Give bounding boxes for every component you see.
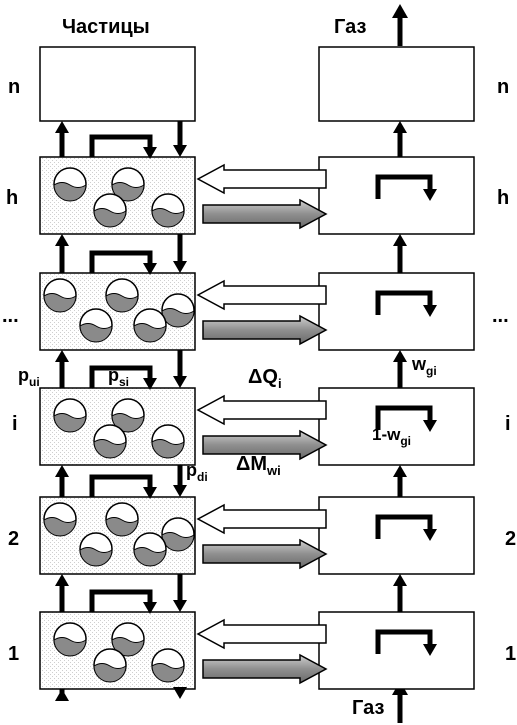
solids-down-arrow-2 — [173, 350, 187, 388]
mass-transfer-arrow-dots — [203, 316, 326, 344]
particle-dots-1 — [44, 279, 76, 312]
particle-2-4 — [80, 533, 112, 566]
gas-cell-h — [319, 157, 474, 234]
particle-dots-2 — [106, 279, 138, 312]
solids-up-arrow-4 — [55, 574, 69, 612]
mass-transfer-arrow-1 — [203, 655, 326, 683]
particle-1-1 — [54, 623, 86, 656]
particle-cell-n — [40, 47, 195, 121]
solids-recirculation-arrow-1 — [92, 592, 157, 614]
mass-transfer-arrow-2 — [203, 540, 326, 568]
gas-up-arrow-1 — [393, 234, 407, 273]
row-label-n-right: n — [497, 76, 509, 98]
particle-1-3 — [94, 649, 126, 682]
particle-1-4 — [152, 649, 184, 682]
heat-transfer-arrow-h — [198, 165, 326, 193]
gas-up-arrow-3 — [393, 465, 407, 497]
particle-2-3 — [162, 518, 194, 551]
solids-recirculation-arrow-dots — [92, 253, 157, 275]
heat-transfer-arrow-i — [198, 396, 326, 424]
row-label-dots-right: ... — [492, 305, 509, 327]
particle-2-2 — [106, 503, 138, 536]
gas-outlet-arrow — [392, 4, 408, 46]
particle-h-3 — [94, 194, 126, 227]
particle-i-4 — [152, 425, 184, 458]
row-label-i-left: i — [12, 413, 18, 435]
delta-q-label: ΔQi — [248, 366, 282, 391]
heat-transfer-arrow-2 — [198, 505, 326, 533]
p-d-label: pdi — [186, 460, 208, 484]
gas-cell-1 — [319, 612, 474, 689]
gas-up-arrow-2 — [393, 350, 407, 388]
solids-down-arrow-4 — [173, 574, 187, 612]
solids-up-arrow-0 — [55, 121, 69, 157]
solids-up-arrow-2 — [55, 350, 69, 388]
mass-transfer-arrow-h — [203, 200, 326, 228]
solids-down-arrow-3 — [173, 465, 187, 497]
row-label-dots-left: ... — [2, 305, 19, 327]
row-label-1-left: 1 — [8, 643, 19, 665]
row-label-1-right: 1 — [505, 643, 516, 665]
p-u-label: pui — [18, 365, 40, 389]
particles-header: Частицы — [62, 16, 150, 38]
gas-up-arrow-0 — [393, 121, 407, 157]
particle-i-1 — [54, 399, 86, 432]
delta-m-label: ΔMwi — [236, 453, 281, 478]
row-label-i-right: i — [505, 413, 511, 435]
particle-h-1 — [54, 168, 86, 201]
particle-2-1 — [44, 503, 76, 536]
solids-bottom-up-stub — [55, 689, 69, 701]
heat-transfer-arrow-1 — [198, 620, 326, 648]
row-label-h-right: h — [497, 187, 509, 209]
particle-dots-4 — [80, 309, 112, 342]
gas-outlet-label: Газ — [334, 16, 366, 38]
row-label-n-left: n — [8, 76, 20, 98]
gas-cell-2 — [319, 497, 474, 574]
particle-dots-3 — [162, 294, 194, 327]
particle-2-5 — [134, 533, 166, 566]
solids-recirculation-arrow-h — [92, 137, 157, 159]
solids-down-arrow-0 — [173, 121, 187, 157]
particle-dots-5 — [134, 309, 166, 342]
solids-recirculation-arrow-2 — [92, 477, 157, 499]
solids-down-arrow-1 — [173, 234, 187, 273]
particle-i-3 — [94, 425, 126, 458]
row-label-h-left: h — [6, 187, 18, 209]
gas-inlet-label: Газ — [352, 697, 384, 719]
w-g-label: wgi — [411, 354, 437, 378]
gas-cell-n — [319, 47, 474, 121]
gas-cell-dots — [319, 273, 474, 350]
row-label-2-left: 2 — [8, 528, 19, 550]
gas-up-arrow-4 — [393, 574, 407, 612]
solids-up-arrow-1 — [55, 234, 69, 273]
solids-bottom-down-stub — [173, 687, 187, 699]
solids-up-arrow-3 — [55, 465, 69, 497]
particle-h-4 — [152, 194, 184, 227]
heat-transfer-arrow-dots — [198, 281, 326, 309]
row-label-2-right: 2 — [505, 528, 516, 550]
